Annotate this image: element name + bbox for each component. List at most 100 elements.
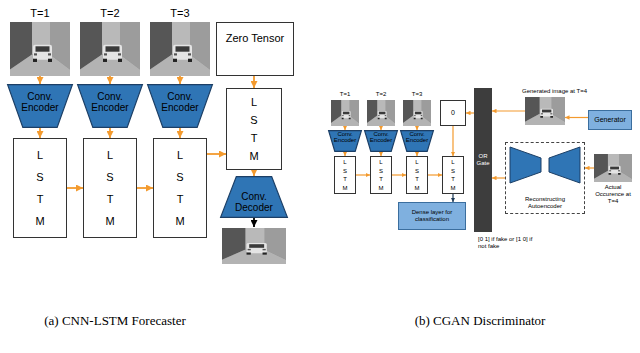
lstm-cell: L S T M xyxy=(153,138,207,238)
flow-arrow xyxy=(416,126,417,130)
autoencoder-box: Reconstructing Autoencoder xyxy=(505,142,585,214)
node-text: Generator xyxy=(594,116,626,124)
frame-heading: T=2 xyxy=(376,91,387,98)
node-text: L S T M xyxy=(173,144,186,232)
node-text: L S T M xyxy=(449,158,456,192)
trapezoid-shape xyxy=(329,131,362,152)
node-text: Conv. Encoder xyxy=(154,91,207,113)
node-text: Conv. Encoder xyxy=(403,131,430,143)
frame-picture xyxy=(80,22,140,76)
frame-heading: Generated image at T=4 xyxy=(522,88,587,95)
node-text: Conv. Decoder xyxy=(227,191,281,213)
street-photo xyxy=(331,100,359,126)
lstm-cell: L S T M xyxy=(370,156,392,194)
figure-caption: (a) CNN-LSTM Forecaster xyxy=(44,313,186,329)
autoencoder-decoder xyxy=(549,147,580,183)
flow-arrow xyxy=(492,177,505,178)
lstm-cell: L S T M xyxy=(442,156,464,194)
flow-arrow xyxy=(452,126,453,156)
street-photo xyxy=(525,97,565,125)
output-frame xyxy=(222,228,286,264)
node-text: Reconstructing Autoencoder xyxy=(508,196,582,210)
figure-caption: (b) CGAN Discriminator xyxy=(415,313,546,329)
generated-frame: Generated image at T=4 xyxy=(525,97,565,125)
frame-heading: T=3 xyxy=(412,91,423,98)
node-text: L S T M xyxy=(247,93,260,165)
flow-arrow xyxy=(39,128,41,138)
trapezoid-shape xyxy=(401,131,434,152)
frame-heading: T=3 xyxy=(170,7,189,20)
generator-box: Generator xyxy=(588,110,632,130)
flow-arrow xyxy=(109,76,111,84)
flow-arrow xyxy=(253,170,255,176)
street-photo xyxy=(403,100,431,126)
trapezoid-shape xyxy=(365,131,398,152)
street-photo xyxy=(10,22,70,76)
trapezoid-shape xyxy=(8,85,73,128)
conv-encoder: Conv. Encoder xyxy=(77,84,143,128)
actual-frame: Actual Occurence at T=4 xyxy=(594,154,632,182)
autoencoder-encoder xyxy=(510,147,541,183)
node-text: L S T M xyxy=(341,158,348,192)
frame-heading: T=2 xyxy=(100,7,119,20)
flow-arrow xyxy=(380,126,381,130)
node-text: Conv. Encoder xyxy=(84,91,137,113)
frame-picture xyxy=(367,100,395,126)
frame-picture xyxy=(331,100,359,126)
node-text: 0 xyxy=(451,109,455,117)
output-note: [0 1] if fake or [1 0] if not fake xyxy=(478,236,536,250)
flow-arrow xyxy=(179,128,181,138)
trapezoid-shape xyxy=(78,85,143,128)
lstm-cell: L S T M xyxy=(83,138,137,238)
lstm-cell: L S T M xyxy=(13,138,67,238)
flow-arrow xyxy=(253,76,255,88)
street-photo xyxy=(80,22,140,76)
frame-picture xyxy=(594,154,632,182)
node-text: Conv. Encoder xyxy=(331,131,358,143)
conv-encoder: Conv. Encoder xyxy=(7,84,73,128)
lstm-cell: L S T M xyxy=(406,156,428,194)
frame-picture xyxy=(403,100,431,126)
frame-heading: T=1 xyxy=(340,91,351,98)
flow-arrow xyxy=(452,194,453,202)
node-text: L S T M xyxy=(413,158,420,192)
lstm-cell: L S T M xyxy=(334,156,356,194)
frame-picture xyxy=(525,97,565,125)
frame-heading: T=1 xyxy=(30,7,49,20)
frame-picture xyxy=(150,22,210,76)
flow-arrow xyxy=(39,76,41,84)
node-text: L S T M xyxy=(33,144,46,232)
flow-arrow xyxy=(428,174,442,175)
or-gate-bar: OR Gate xyxy=(474,88,492,232)
street-photo xyxy=(150,22,210,76)
conv-encoder: Conv. Encoder xyxy=(147,84,213,128)
flow-arrow xyxy=(179,76,181,84)
flow-arrow xyxy=(344,126,345,130)
conv-encoder: Conv. Encoder xyxy=(328,130,362,152)
conv-encoder: Conv. Encoder xyxy=(364,130,398,152)
zero-tensor-box: Zero Tensor xyxy=(216,22,294,76)
input-frame: T=1 xyxy=(331,100,359,126)
input-frame: T=2 xyxy=(80,22,140,76)
flow-arrow xyxy=(67,187,83,189)
flow-arrow xyxy=(492,110,525,111)
node-text: Conv. Encoder xyxy=(14,91,67,113)
trapezoid-shape xyxy=(221,177,288,218)
dense-layer-box: Dense layer for classification xyxy=(398,202,466,230)
trapezoid-shape xyxy=(148,85,213,128)
input-frame: T=1 xyxy=(10,22,70,76)
flow-arrow xyxy=(585,167,594,168)
node-text: OR Gate xyxy=(475,153,491,167)
flow-arrow xyxy=(356,174,370,175)
conv-decoder: Conv. Decoder xyxy=(220,176,288,218)
flow-arrow xyxy=(565,117,588,118)
node-text: L S T M xyxy=(103,144,116,232)
frame-picture xyxy=(10,22,70,76)
input-frame: T=3 xyxy=(403,100,431,126)
node-text: L S T M xyxy=(377,158,384,192)
flow-arrow xyxy=(137,187,153,189)
zero-tensor-box: 0 xyxy=(440,100,466,126)
street-photo xyxy=(367,100,395,126)
frame-heading: Actual Occurence at T=4 xyxy=(591,184,635,205)
